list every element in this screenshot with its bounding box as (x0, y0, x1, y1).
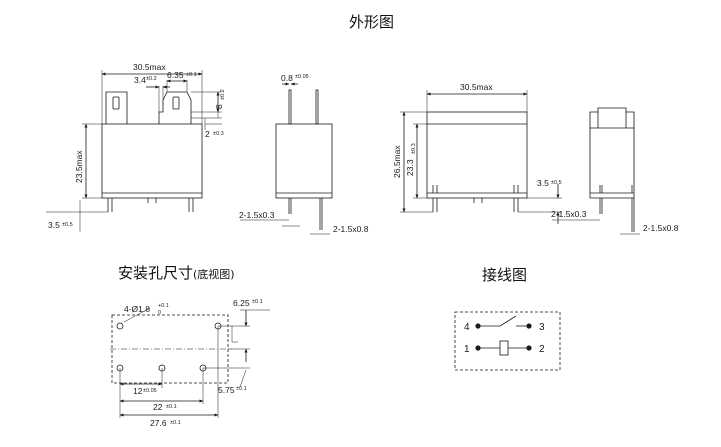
outline-title: 外形图 (349, 13, 395, 31)
holes-tol-minus: 0 (158, 310, 161, 316)
terminal-tab-right (158, 91, 192, 124)
pin-2-label: 2 (539, 344, 545, 355)
offset-bottom-label: 5.75 (218, 385, 235, 395)
wiring-diagram (454, 311, 561, 371)
fv2-body-height-label: 23.3 (405, 159, 415, 176)
fv1-tab-height-label: 8 (214, 104, 224, 109)
mounting-title: 安装孔尺寸(底视图) (118, 262, 235, 283)
fv1-pitch-label: 6.35 (167, 70, 184, 80)
pitch-small-tol: ±0.05 (143, 388, 157, 394)
mounting-title-main: 安装孔尺寸 (118, 264, 194, 282)
fv1-pitch-tol: ±0.1 (186, 72, 197, 78)
fv1-gap-tol: ±0.3 (213, 131, 224, 137)
mounting-title-note: (底视图) (193, 268, 235, 281)
sv1-pin-thickness-label: 0.8 (281, 73, 293, 83)
relay-body-front (101, 123, 203, 199)
coil-symbol (499, 340, 509, 356)
fv1-pin-width-label: 3.4 (134, 75, 146, 85)
terminal-tab-left (105, 91, 128, 124)
sv2-pin-b-label: 2-1.5x0.8 (643, 223, 679, 233)
pitch-total-label: 27.6 (150, 418, 167, 428)
wiring-title: 接线图 (482, 266, 528, 284)
sv1-pin-b-label: 2-1.5x0.8 (333, 224, 369, 234)
fv1-tab-height-tol: ±0.2 (220, 89, 226, 100)
pitch-small-label: 12 (133, 386, 143, 396)
sv1-pin-thickness-tol: ±0.05 (295, 74, 309, 80)
fv2-total-height-label: 26.5max (392, 145, 402, 178)
front-view-2 (400, 90, 562, 224)
pin-4-label: 4 (464, 322, 470, 333)
fv1-height-label: 23.5max (74, 150, 84, 183)
fv2-leg-tol: ±0.5 (551, 180, 562, 186)
side-view-2 (552, 107, 640, 235)
pitch-mid-label: 22 (153, 402, 163, 412)
relay-body-front-2 (426, 111, 528, 199)
fv1-width-label: 30.5max (133, 62, 166, 72)
switch-contact (499, 315, 517, 327)
fv2-body-height-tol: ±0.3 (411, 143, 417, 154)
offset-top-tol: ±0.1 (252, 299, 263, 305)
holes-tol-plus: +0.1 (158, 303, 169, 309)
pitch-mid-tol: ±0.1 (166, 404, 177, 410)
side-view-1 (240, 82, 333, 235)
sv1-pin-a-label: 2-1.5x0.3 (239, 210, 275, 220)
holes-label: 4-Ø1.8 (124, 304, 150, 314)
relay-body-side-2 (589, 107, 635, 199)
pin-1-label: 1 (464, 344, 470, 355)
front-view-1 (46, 70, 222, 232)
wiring-outline (454, 311, 561, 371)
fv2-leg-label: 3.5 (537, 178, 549, 188)
fv1-leg-label: 3.5 (48, 220, 60, 230)
fv1-gap-label: 2 (205, 129, 210, 139)
pitch-total-tol: ±0.1 (170, 420, 181, 426)
fv2-width-label: 30.5max (460, 82, 493, 92)
sv2-pin-a-label: 2-1.5x0.3 (551, 209, 587, 219)
fv1-leg-tol: ±0.5 (62, 222, 73, 228)
hole-1 (116, 322, 124, 330)
offset-bottom-tol: ±0.1 (236, 386, 247, 392)
pin-3-label: 3 (539, 322, 545, 333)
fv1-pin-width-tol: ±0.2 (146, 76, 157, 82)
offset-top-label: 6.25 (233, 298, 250, 308)
relay-body-side (275, 123, 333, 199)
mounting-diagram (110, 307, 270, 418)
